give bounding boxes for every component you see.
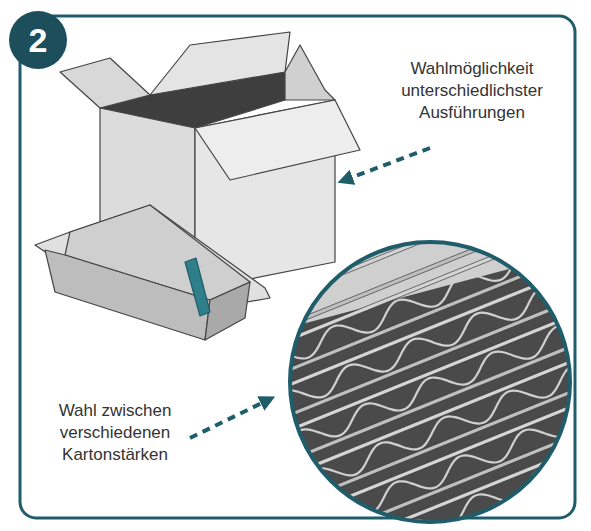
liner [282,364,591,525]
note-text: Wahl zwischen verschiedenen Kartonstärke… [30,400,200,466]
callout-number: 2 [10,12,66,68]
flute-wave [221,214,591,389]
mailer-side [45,250,210,340]
note-text: Wahlmöglichkeit unterschiedlichster Ausf… [372,58,572,124]
liner [297,403,591,531]
front-flap [195,100,360,180]
liner [308,429,591,531]
magnifier-ring [290,242,570,522]
flute-layers [203,170,591,531]
back-flap [150,32,290,95]
leader-arrow [190,400,268,438]
flute-wave [300,409,591,531]
mailer-end [205,282,250,340]
mailer-box [35,205,270,340]
liner [203,170,591,331]
liner [324,468,591,531]
badge-circle [9,11,67,69]
tape-strip [185,258,210,316]
leader-arrow [345,148,430,180]
lens-content [203,170,591,531]
left-flap [60,58,150,108]
right-back-flap [285,45,335,100]
cardboard-cut [280,230,580,530]
